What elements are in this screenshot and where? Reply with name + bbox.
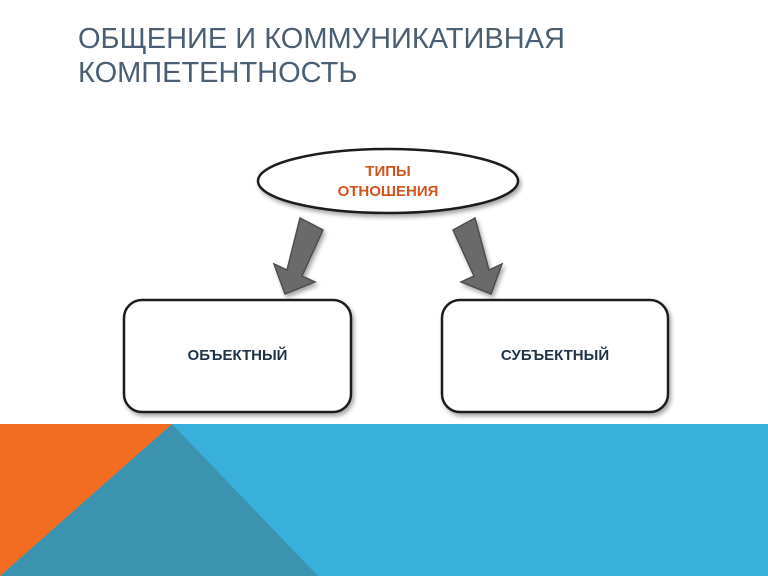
root-node-label-line-1: ТИПЫ <box>365 163 411 180</box>
right-node-box <box>440 298 670 414</box>
left-node-label: ОБЪЕКТНЫЙ <box>187 347 288 364</box>
footer-decoration <box>0 424 768 576</box>
diagram <box>122 147 670 414</box>
arrow-left-down <box>272 216 324 295</box>
left-node-box <box>122 298 353 414</box>
footer-orange-triangle <box>0 424 172 576</box>
slide-title: ОБЩЕНИЕ И КОММУНИКАТИВНАЯ КОМПЕТЕНТНОСТЬ <box>78 22 718 90</box>
slide-title-line-1: ОБЩЕНИЕ И КОММУНИКАТИВНАЯ <box>78 23 565 55</box>
slide-title-line-2: КОМПЕТЕНТНОСТЬ <box>78 57 358 89</box>
arrow-right-down <box>452 216 504 295</box>
right-node-label: СУБЪЕКТНЫЙ <box>500 347 610 364</box>
root-node-ellipse <box>256 147 520 215</box>
root-node-label: ТИПЫ ОТНОШЕНИЯ <box>258 162 518 202</box>
footer-teal-triangle <box>0 424 318 576</box>
root-node-label-line-2: ОТНОШЕНИЯ <box>337 183 439 200</box>
